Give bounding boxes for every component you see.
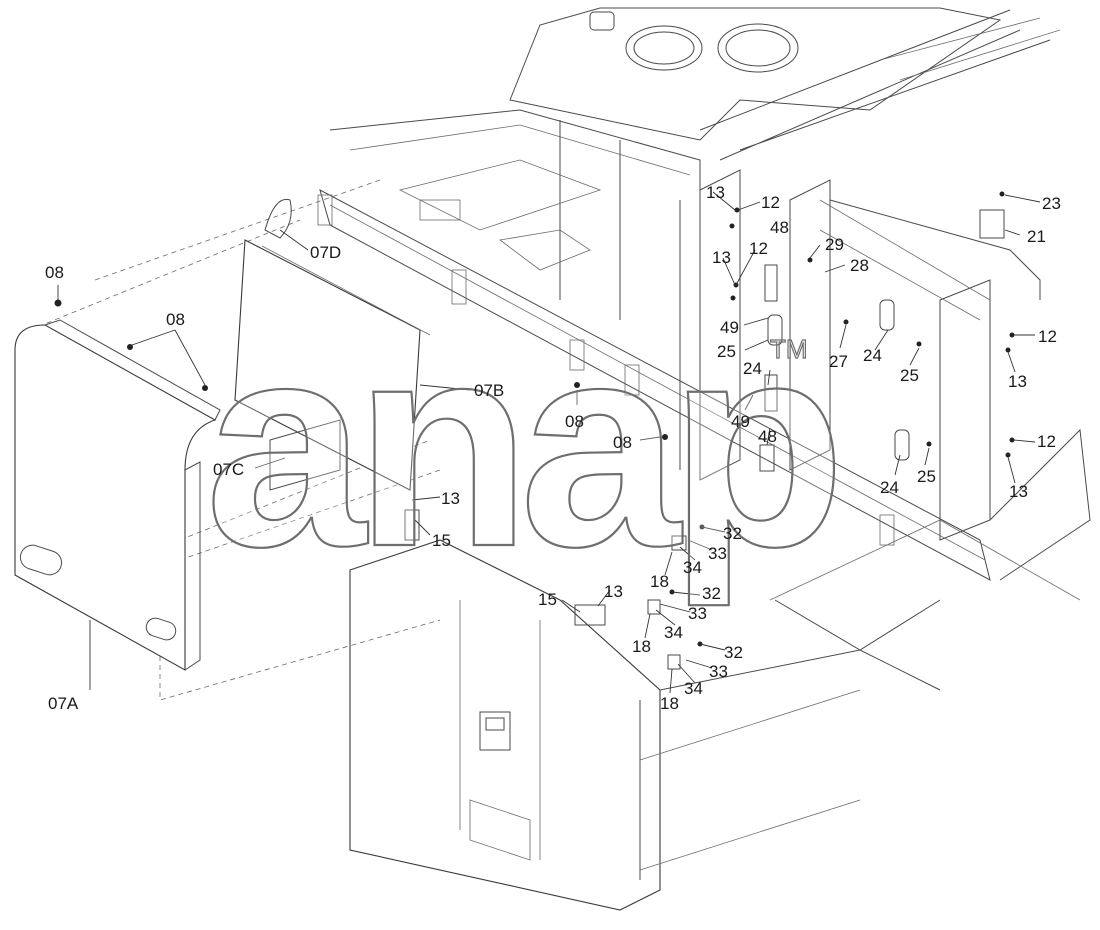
label-34: 34 xyxy=(664,623,683,642)
bracket-07c xyxy=(269,419,341,491)
label-28: 28 xyxy=(850,256,869,275)
label-29: 29 xyxy=(825,235,844,254)
label-32: 32 xyxy=(724,643,743,662)
label-33: 33 xyxy=(709,662,728,681)
label-07b: 07B xyxy=(474,381,504,400)
label-49: 49 xyxy=(731,412,750,431)
label-08: 08 xyxy=(166,310,185,329)
leader-lines xyxy=(57,191,1041,694)
label-18: 18 xyxy=(650,572,669,591)
watermark-text: anap xyxy=(205,283,836,608)
label-08: 08 xyxy=(613,433,632,452)
label-12: 12 xyxy=(761,193,780,212)
label-21: 21 xyxy=(1027,227,1046,246)
label-33: 33 xyxy=(688,604,707,623)
label-23: 23 xyxy=(1042,194,1061,213)
label-33: 33 xyxy=(708,544,727,563)
label-15: 13 xyxy=(441,489,460,508)
label-13: 13 xyxy=(1008,372,1027,391)
label-25: 25 xyxy=(717,342,736,361)
label-34: 34 xyxy=(684,679,703,698)
label-25: 25 xyxy=(917,467,936,486)
label-18: 18 xyxy=(632,637,651,656)
chassis-frame xyxy=(29,7,1091,911)
watermark-tm: TM xyxy=(770,334,808,364)
label-07d: 07D xyxy=(310,243,341,262)
watermark: anap TM xyxy=(204,282,850,610)
seal-07d xyxy=(264,198,292,239)
label-49: 49 xyxy=(720,318,739,337)
label-08: 08 xyxy=(565,412,584,431)
label-17: 15 xyxy=(538,590,557,609)
label-27: 27 xyxy=(829,352,848,371)
label-48: 48 xyxy=(770,218,789,237)
label-18: 18 xyxy=(660,694,679,713)
label-17: 15 xyxy=(432,531,451,550)
label-25: 25 xyxy=(900,366,919,385)
label-12: 12 xyxy=(749,239,768,258)
label-48: 48 xyxy=(758,427,777,446)
label-24: 24 xyxy=(863,346,882,365)
label-13: 13 xyxy=(1009,482,1028,501)
label-34: 34 xyxy=(683,558,702,577)
label-13: 13 xyxy=(706,183,725,202)
label-12: 12 xyxy=(1037,432,1056,451)
inner-panel-07b xyxy=(234,239,431,491)
label-32: 32 xyxy=(723,524,742,543)
label-15: 13 xyxy=(604,582,623,601)
label-32: 32 xyxy=(702,584,721,603)
door-panel-07a xyxy=(14,319,221,671)
label-24: 24 xyxy=(743,359,762,378)
label-08: 08 xyxy=(45,263,64,282)
label-13: 13 xyxy=(712,248,731,267)
label-07a: 07A xyxy=(48,694,79,713)
label-12: 12 xyxy=(1038,327,1057,346)
label-07c: 07C xyxy=(213,460,244,479)
label-24: 24 xyxy=(880,478,899,497)
part-labels: 08 08 08 08 07D 07B 07C 07A 13 15 15 13 … xyxy=(45,183,1061,713)
